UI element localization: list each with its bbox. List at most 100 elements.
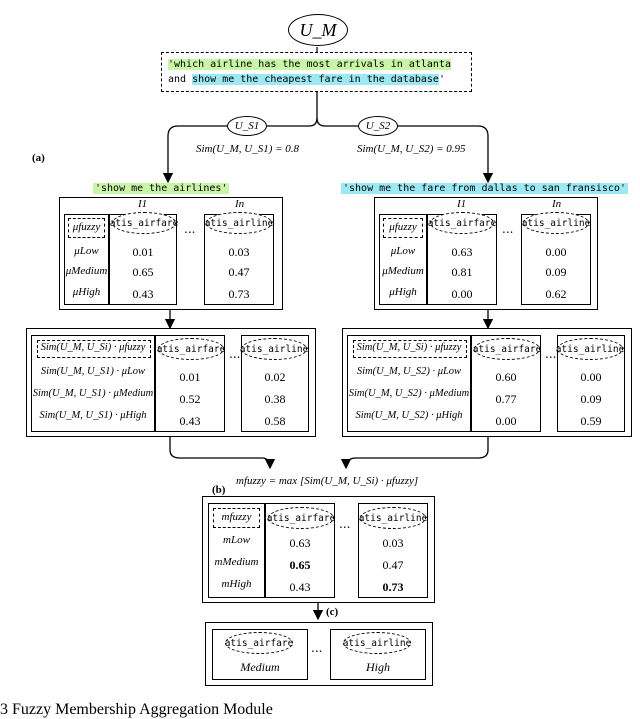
- ellipsis: ...: [229, 347, 241, 361]
- col-i1-right: I1: [457, 198, 467, 210]
- aggregation-formula: mfuzzy = max [Sim(U_M, U_Si) · μfuzzy]: [236, 475, 419, 487]
- weighted-row: Sim(U_M, U_S2) · μMedium: [348, 388, 470, 399]
- weighted-airfare-left: 0.01 0.52 0.43: [155, 335, 225, 432]
- row-high: μHigh: [389, 286, 417, 298]
- col-in-right: In: [552, 198, 562, 210]
- class-airline-result: atis_airline: [343, 632, 411, 654]
- um-label: U_M: [299, 19, 337, 40]
- us2-label: U_S2: [365, 120, 391, 132]
- ellipsis: ...: [339, 517, 351, 531]
- agg-airline: 0.03 0.47 0.73: [358, 503, 428, 598]
- value-cell: 0.00: [545, 245, 567, 259]
- label-c: (c): [326, 606, 339, 618]
- aggregation-table: mfuzzy mLow mMedium mHigh 0.63 0.65 0.43…: [202, 496, 435, 603]
- col-in-left: In: [235, 198, 245, 210]
- value-cell: 0.63: [289, 536, 311, 550]
- figure-caption: 3 Fuzzy Membership Aggregation Module: [0, 701, 273, 718]
- weighted-row: Sim(U_M, U_S2) · μHigh: [355, 410, 463, 421]
- class-airfare-agg: atis_airfare: [267, 507, 335, 529]
- weighted-airline-right: 0.00 0.09 0.59: [557, 335, 625, 432]
- weighted-row: Sim(U_M, U_S2) · μLow: [356, 366, 462, 377]
- result-airfare-label: Medium: [240, 660, 280, 674]
- result-airfare: Medium: [212, 629, 308, 680]
- value-cell: 0.01: [132, 245, 154, 259]
- agg-row-fuzzy: mfuzzy: [221, 511, 252, 523]
- us2-node: U_S2: [358, 116, 398, 136]
- agg-airfare: 0.63 0.65 0.43: [265, 503, 335, 598]
- query-box: 'which airline has the most arrivals in …: [161, 52, 472, 92]
- col-i1-left: I1: [138, 198, 148, 210]
- class-airline-left: atis_airline: [205, 212, 273, 234]
- label-a: (a): [32, 152, 45, 164]
- query-line-1: 'which airline has the most arrivals in …: [168, 59, 451, 70]
- utterance-right: 'show me the fare from dallas to san fra…: [341, 183, 628, 194]
- value-cell: 0.43: [132, 287, 154, 301]
- value-cell: 0.02: [264, 370, 286, 384]
- row-high: μHigh: [72, 286, 101, 298]
- value-cell: 0.73: [228, 287, 250, 301]
- value-cell: 0.47: [382, 558, 404, 572]
- membership-table-right: I1 In μfuzzy μLow μMedium μHigh 0.63 0.8…: [374, 197, 598, 310]
- weighted-rows-left: Sim(U_M, U_Si) · μfuzzy Sim(U_M, U_S1) ·…: [31, 335, 155, 432]
- value-cell: 0.09: [580, 392, 602, 406]
- class-airline-weighted-right: atis_airline: [556, 338, 624, 360]
- row-fuzzy: μfuzzy: [389, 221, 417, 233]
- col-airfare-left: 0.01 0.65 0.43: [109, 214, 177, 305]
- value-cell: 0.43: [179, 414, 201, 428]
- value-cell: 0.09: [545, 265, 567, 279]
- us1-label: U_S1: [234, 120, 260, 132]
- query-conj: and: [168, 74, 193, 85]
- value-cell: 0.52: [179, 392, 201, 406]
- value-cell: 0.01: [179, 370, 201, 384]
- weighted-row: Sim(U_M, U_S1) · μHigh: [39, 410, 147, 421]
- result-airline: High: [330, 629, 426, 680]
- class-airline-right: atis_airline: [522, 212, 590, 234]
- class-airfare-result: atis_airfare: [225, 632, 293, 654]
- utterance-left: 'show me the airlines': [93, 183, 230, 194]
- ellipsis: ...: [184, 222, 196, 236]
- value-cell: 0.00: [580, 370, 602, 384]
- weighted-airline-left: 0.02 0.38 0.58: [241, 335, 309, 432]
- row-labels-right: μfuzzy μLow μMedium μHigh: [379, 214, 427, 305]
- value-cell: 0.03: [382, 536, 404, 550]
- result-airline-label: High: [366, 660, 390, 674]
- row-low: μLow: [390, 245, 416, 257]
- weighted-row: Sim(U_M, U_Si) · μfuzzy: [356, 342, 462, 353]
- value-cell: 0.59: [580, 414, 602, 428]
- weighted-row: Sim(U_M, U_S1) · μLow: [40, 366, 146, 377]
- agg-row-low: mLow: [223, 534, 250, 546]
- row-medium: μMedium: [382, 265, 424, 277]
- ellipsis: ...: [502, 222, 514, 236]
- value-cell: 0.43: [289, 580, 311, 594]
- us1-node: U_S1: [227, 116, 267, 136]
- class-airline-weighted-left: atis_airline: [240, 338, 308, 360]
- value-cell: 0.58: [264, 414, 286, 428]
- value-cell: 0.03: [228, 245, 250, 259]
- query-line-2: show me the cheapest fare in the databas…: [192, 74, 439, 85]
- value-cell-max: 0.73: [382, 580, 404, 594]
- value-cell: 0.38: [264, 392, 286, 406]
- class-airfare-weighted-right: atis_airfare: [473, 338, 541, 360]
- value-cell: 0.77: [495, 392, 517, 406]
- row-low: μLow: [74, 245, 99, 257]
- agg-row-high: mHigh: [221, 578, 252, 590]
- weighted-airfare-right: 0.60 0.77 0.00: [471, 335, 541, 432]
- value-cell: 0.65: [132, 265, 154, 279]
- label-b: (b): [212, 484, 226, 496]
- agg-row-medium: mMedium: [214, 556, 259, 568]
- row-labels-left: μfuzzy μLow μMedium μHigh: [64, 214, 109, 305]
- value-cell: 0.81: [451, 265, 473, 279]
- sim-left: Sim(U_M, U_S1) = 0.8: [196, 143, 300, 155]
- class-airfare-weighted-left: atis_airfare: [157, 338, 225, 360]
- agg-row-labels: mfuzzy mLow mMedium mHigh: [208, 503, 265, 598]
- row-medium: μMedium: [65, 265, 108, 277]
- weighted-row: Sim(U_M, U_Si) · μfuzzy: [40, 342, 146, 353]
- value-cell: 0.00: [495, 414, 517, 428]
- result-box: Medium atis_airfare ... High atis_airlin…: [205, 622, 433, 686]
- class-airfare-right: atis_airfare: [428, 212, 496, 234]
- um-node: U_M: [288, 14, 348, 46]
- weighted-table-right: Sim(U_M, U_Si) · μfuzzy Sim(U_M, U_S2) ·…: [342, 328, 632, 437]
- query-quote: ': [438, 74, 445, 85]
- class-airline-agg: atis_airline: [359, 507, 427, 529]
